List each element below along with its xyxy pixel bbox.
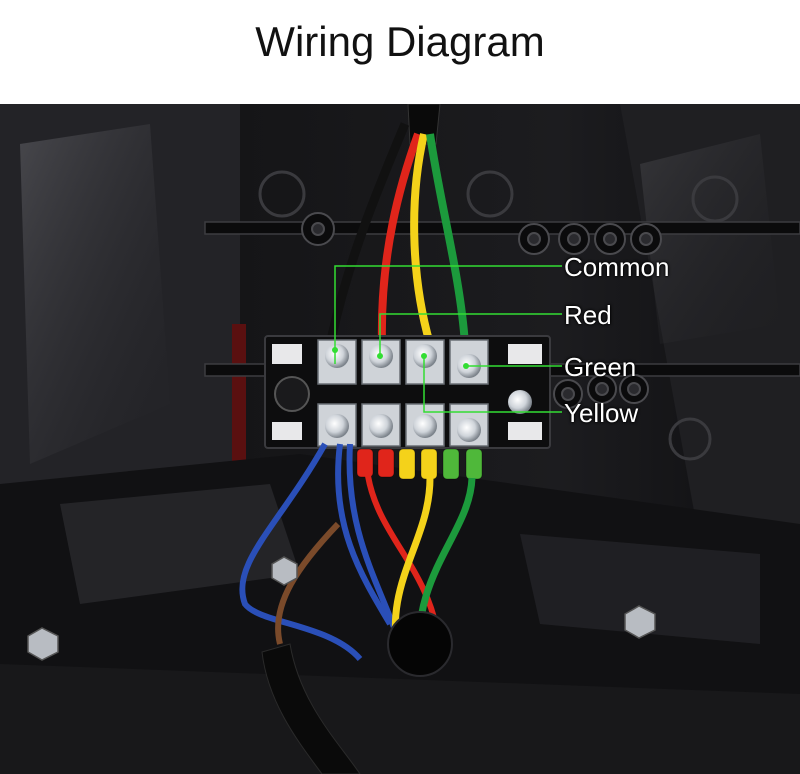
wire-black-top — [327, 122, 410, 337]
leader-yellow — [423, 356, 562, 413]
wiring-photo — [0, 104, 800, 774]
page-title: Wiring Diagram — [255, 18, 545, 65]
red-edge-strip — [232, 324, 246, 464]
wire-blue-1 — [239, 442, 363, 662]
leader-common — [334, 265, 562, 364]
ferrules — [356, 448, 483, 480]
callout-common: Common — [564, 252, 670, 282]
callout-red: Red — [564, 300, 612, 330]
leader-lines — [334, 265, 562, 413]
cable-exit-hole — [387, 611, 453, 677]
leader-red — [379, 313, 562, 356]
callout-yellow: Yellow — [564, 398, 639, 428]
callout-green: Green — [564, 352, 637, 382]
wire-red-top — [377, 132, 422, 345]
upper-rail — [204, 221, 800, 235]
wire-blue-2 — [335, 443, 393, 626]
cable-exit-sheath — [261, 643, 361, 774]
wire-yellow-top — [410, 133, 434, 346]
terminal-block — [264, 335, 551, 449]
hex-nuts — [27, 556, 656, 661]
wire-green-top — [426, 133, 469, 345]
wire-brown — [275, 521, 341, 645]
cable-clips — [301, 212, 662, 409]
